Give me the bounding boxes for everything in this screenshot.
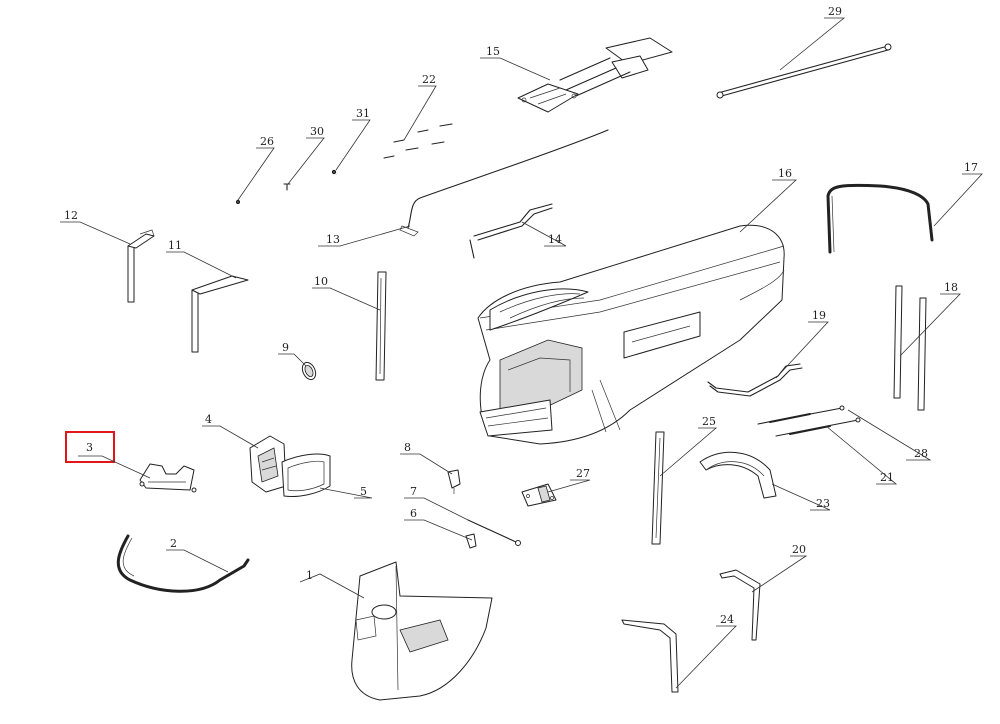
callout-3: 3 — [86, 441, 93, 454]
part-3-mount-bracket — [139, 463, 197, 493]
part-1-front-panel — [351, 561, 493, 701]
callout-27: 27 — [576, 467, 590, 480]
callout-31: 31 — [356, 107, 370, 120]
callout-2: 2 — [170, 537, 177, 550]
part-21-gas-strut — [775, 417, 861, 437]
callout-26: 26 — [260, 135, 274, 148]
part-13-cable — [399, 129, 609, 237]
part-25-seal — [651, 431, 665, 545]
part-14-bent-rod — [469, 203, 553, 259]
callout-13: 13 — [326, 233, 340, 246]
callout-7: 7 — [410, 485, 417, 498]
callout-4: 4 — [205, 413, 212, 426]
callout-10: 10 — [314, 275, 328, 288]
callout-23: 23 — [816, 497, 830, 510]
part-15-bracket-assembly — [517, 37, 673, 113]
callout-5: 5 — [360, 485, 367, 498]
part-19-bent-rod — [707, 363, 803, 397]
part-16-cab-shell — [477, 224, 785, 445]
callout-25: 25 — [702, 415, 716, 428]
part-30-screw — [283, 183, 291, 191]
callout-9: 9 — [282, 341, 289, 354]
part-24-bar — [621, 619, 679, 693]
callout-17: 17 — [964, 161, 978, 174]
callout-30: 30 — [310, 125, 324, 138]
part-28-gas-strut — [757, 405, 845, 425]
part-20-bar — [719, 569, 761, 641]
callout-8: 8 — [404, 441, 411, 454]
part-10-trim-strip — [375, 271, 387, 381]
highlight-box — [65, 431, 115, 463]
callout-6: 6 — [410, 507, 417, 520]
part-9-cap — [301, 361, 317, 381]
part-12-bracket — [127, 229, 155, 303]
part-11-bracket — [191, 275, 249, 353]
part-23-handle — [699, 451, 777, 499]
part-2-seal-loop — [116, 534, 250, 593]
part-26-screw — [236, 199, 240, 204]
callout-20: 20 — [792, 543, 806, 556]
callout-22: 22 — [422, 73, 436, 86]
callout-1: 1 — [306, 569, 313, 582]
part-4-headlamp — [249, 435, 287, 493]
callout-19: 19 — [812, 309, 826, 322]
callout-24: 24 — [720, 613, 734, 626]
callout-11: 11 — [168, 239, 182, 252]
part-29-rod — [716, 43, 892, 99]
callout-16: 16 — [778, 167, 792, 180]
part-7-cable — [467, 519, 521, 546]
part-17-arch-frame — [826, 183, 934, 254]
callout-18: 18 — [944, 281, 958, 294]
callout-29: 29 — [828, 5, 842, 18]
part-18-strips — [893, 285, 927, 411]
callout-12: 12 — [64, 209, 78, 222]
part-31-screw — [331, 169, 337, 175]
callout-14: 14 — [548, 233, 562, 246]
part-27-bracket — [521, 483, 557, 507]
leader-lines — [60, 17, 983, 689]
callout-labels: 1 2 3 4 5 6 7 8 9 10 11 12 13 14 15 16 1… — [64, 5, 978, 626]
part-5-lamp-bezel — [281, 453, 331, 497]
part-8-latch — [447, 469, 461, 494]
callout-15: 15 — [486, 45, 500, 58]
callout-28: 28 — [914, 447, 928, 460]
part-22-pins — [383, 123, 453, 159]
callout-21: 21 — [880, 471, 894, 484]
part-6-clip — [465, 533, 477, 549]
